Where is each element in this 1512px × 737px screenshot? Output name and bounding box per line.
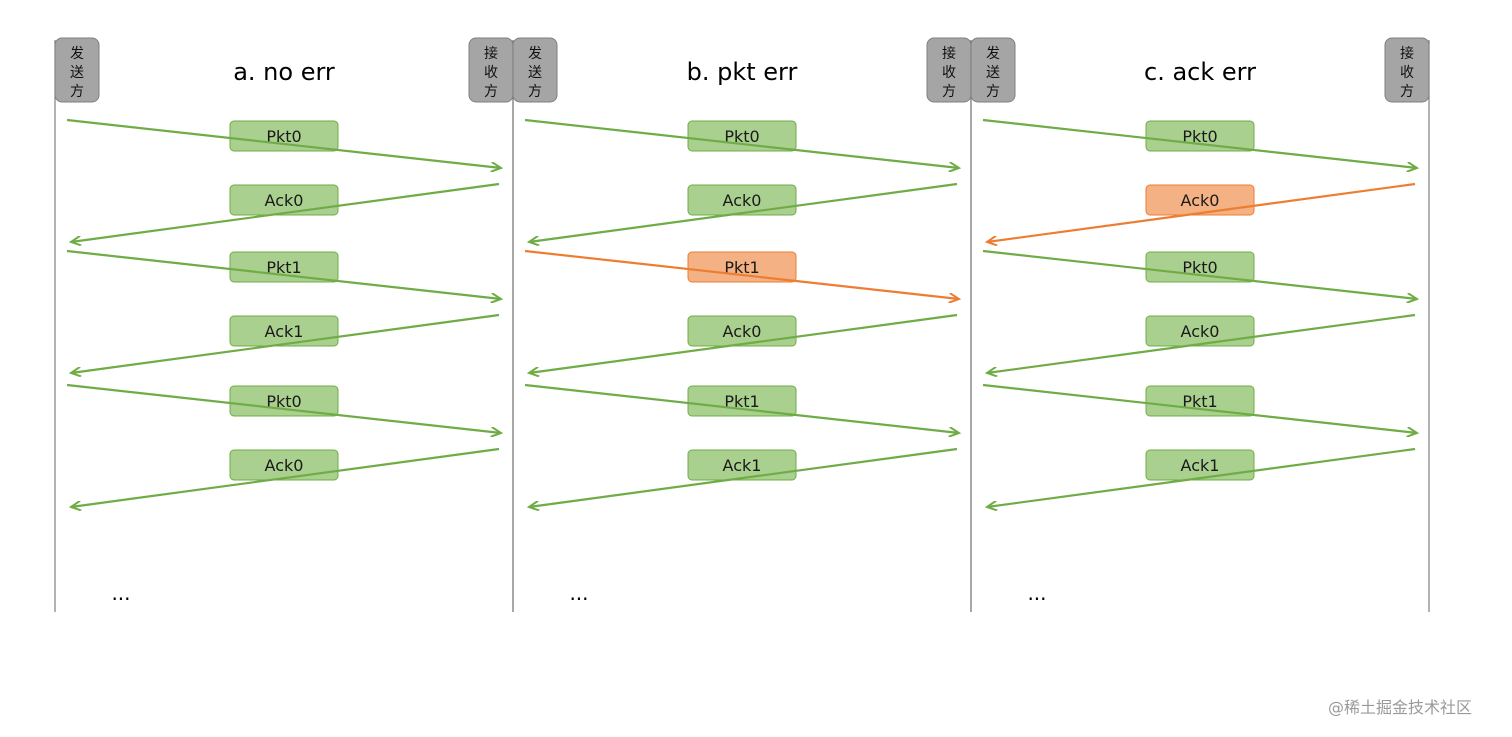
message-box: [229, 120, 339, 152]
receiver-actor-char: 方: [942, 84, 956, 100]
message-label: Ack0: [1181, 191, 1220, 210]
message-label: Pkt0: [1182, 127, 1217, 146]
sender-actor-char: 送: [986, 65, 1000, 81]
message-box: [687, 251, 797, 283]
ack-arrow: [987, 447, 1416, 507]
sender-actor: 发送方: [512, 37, 558, 103]
sender-actor: 发送方: [970, 37, 1016, 103]
ack-arrow: [529, 182, 958, 242]
message-box: [229, 449, 339, 481]
packet-arrow: [66, 249, 501, 299]
packet-arrow: [524, 383, 959, 433]
message-label: Pkt1: [266, 258, 301, 277]
sender-actor-char: 方: [528, 84, 542, 100]
packet-arrow: [524, 249, 959, 299]
message-label: Pkt0: [724, 127, 759, 146]
message-label: Ack0: [265, 191, 304, 210]
packet-arrow: [524, 118, 959, 168]
message-label: Ack0: [1181, 322, 1220, 341]
message-box: [1145, 251, 1255, 283]
sender-actor-box: [970, 37, 1016, 103]
message-box: [229, 385, 339, 417]
continuation-ellipsis: ...: [569, 581, 588, 605]
message-label: Pkt0: [266, 392, 301, 411]
message-box: [229, 315, 339, 347]
message-label: Pkt1: [724, 392, 759, 411]
packet-arrow: [982, 383, 1417, 433]
message-label: Ack1: [265, 322, 304, 341]
message-box: [229, 184, 339, 216]
message-label: Ack1: [1181, 456, 1220, 475]
message-box: [687, 315, 797, 347]
message-box: [1145, 385, 1255, 417]
sender-actor-box: [512, 37, 558, 103]
message-box: [687, 385, 797, 417]
sender-actor: 发送方: [54, 37, 100, 103]
message-box: [1145, 449, 1255, 481]
sender-actor-char: 发: [986, 46, 1000, 62]
continuation-ellipsis: ...: [1027, 581, 1046, 605]
sender-actor-char: 送: [528, 65, 542, 81]
packet-arrow: [66, 383, 501, 433]
message-box: [1145, 184, 1255, 216]
receiver-actor-char: 方: [1400, 84, 1414, 100]
receiver-actor-char: 收: [484, 65, 498, 81]
receiver-actor-char: 接: [484, 45, 498, 62]
sender-actor-char: 方: [70, 84, 84, 100]
ack-arrow: [71, 313, 500, 373]
sender-actor-char: 送: [70, 65, 84, 81]
receiver-actor: 接收方: [926, 37, 972, 103]
panel-title: b. pkt err: [687, 58, 798, 86]
receiver-actor: 接收方: [1384, 37, 1430, 103]
message-box: [687, 449, 797, 481]
message-box: [229, 251, 339, 283]
watermark: @稀土掘金技术社区: [1328, 698, 1473, 717]
receiver-actor: 接收方: [468, 37, 514, 103]
message-label: Pkt1: [724, 258, 759, 277]
ack-arrow: [529, 447, 958, 507]
message-box: [687, 120, 797, 152]
sender-actor-char: 发: [70, 46, 84, 62]
receiver-actor-char: 收: [942, 65, 956, 81]
message-label: Ack1: [723, 456, 762, 475]
receiver-actor-char: 方: [484, 84, 498, 100]
ack-arrow: [529, 313, 958, 373]
sender-actor-box: [54, 37, 100, 103]
panel-title: a. no err: [233, 58, 335, 86]
continuation-ellipsis: ...: [111, 581, 130, 605]
panel-title: c. ack err: [1144, 58, 1256, 86]
message-label: Pkt0: [266, 127, 301, 146]
message-box: [1145, 315, 1255, 347]
message-label: Ack0: [723, 322, 762, 341]
ack-arrow: [71, 182, 500, 242]
sender-actor-char: 发: [528, 46, 542, 62]
receiver-actor-char: 接: [1400, 45, 1414, 62]
receiver-actor-box: [1384, 37, 1430, 103]
packet-arrow: [66, 118, 501, 168]
message-label: Ack0: [265, 456, 304, 475]
message-label: Pkt1: [1182, 392, 1217, 411]
ack-arrow: [987, 182, 1416, 242]
receiver-actor-char: 收: [1400, 65, 1414, 81]
message-label: Ack0: [723, 191, 762, 210]
ack-arrow: [987, 313, 1416, 373]
sender-actor-char: 方: [986, 84, 1000, 100]
ack-arrow: [71, 447, 500, 507]
message-box: [1145, 120, 1255, 152]
message-box: [687, 184, 797, 216]
message-label: Pkt0: [1182, 258, 1217, 277]
packet-arrow: [982, 118, 1417, 168]
receiver-actor-char: 接: [942, 45, 956, 62]
packet-arrow: [982, 249, 1417, 299]
